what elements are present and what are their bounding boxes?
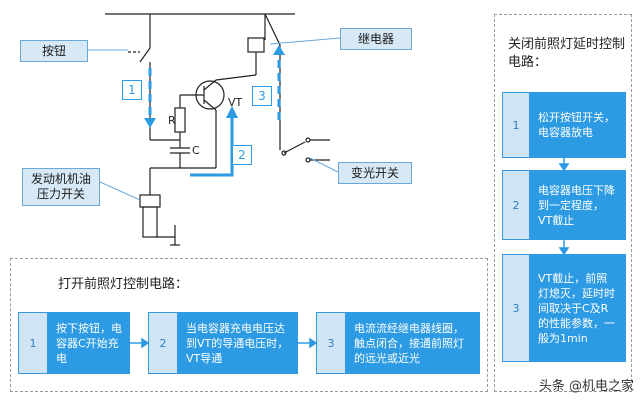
transistor-collector <box>203 79 217 91</box>
relay-contact <box>264 13 281 46</box>
dimmer-contact <box>305 157 311 163</box>
step-number: 2 <box>148 312 178 374</box>
step-number: 1 <box>502 92 530 158</box>
open-step-2: 2 当电容器充电电压达到VT的导通电压时，VT导通 <box>148 312 298 374</box>
open-step-3: 3 电流流经继电器线圈，触点闭合，接通前照灯的远光或近光 <box>316 312 480 374</box>
flow-arrow-3-head <box>273 45 285 55</box>
relay-coil <box>247 37 265 53</box>
callout-oil-switch: 发动机机油压力开关 <box>22 168 100 206</box>
step-text: 松开按钮开关，电容器放电 <box>530 92 626 158</box>
wire <box>215 74 257 81</box>
step-text: 按下按钮，电容器C开始充电 <box>48 312 130 374</box>
open-circuit-panel <box>10 258 488 392</box>
flow-badge-2: 2 <box>232 145 252 165</box>
step-text: 电容器电压下降到一定程度，VT截止 <box>530 170 626 240</box>
step-number: 1 <box>18 312 48 374</box>
step-text: 电流流经继电器线圈，触点闭合，接通前照灯的远光或近光 <box>346 312 480 374</box>
flow-arrow-2-head <box>226 106 238 118</box>
close-step-1: 1 松开按钮开关，电容器放电 <box>502 92 626 158</box>
open-step-1: 1 按下按钮，电容器C开始充电 <box>18 312 130 374</box>
close-step-3: 3 VT截止，前照灯熄灭，延时时间取决于C及R的性能参数，一般为1min <box>502 254 626 362</box>
oil-switch-body <box>142 206 158 238</box>
close-step-2: 2 电容器电压下降到一定程度，VT截止 <box>502 170 626 240</box>
flow-arrow-2 <box>190 115 234 177</box>
transistor-emitter <box>203 99 217 111</box>
step-number: 3 <box>502 254 530 362</box>
close-circuit-panel <box>494 14 632 392</box>
dimmer-contact <box>305 137 311 143</box>
open-panel-title: 打开前照灯控制电路： <box>58 277 189 292</box>
resistor-R <box>174 107 186 133</box>
callout-dimmer-switch: 变光开关 <box>338 162 412 184</box>
button-contact <box>139 47 151 63</box>
callout-relay: 继电器 <box>340 28 412 50</box>
leader-dimmer <box>309 157 339 173</box>
leader-relay <box>269 37 341 45</box>
leader-oil <box>99 181 141 201</box>
dimmer-contact <box>281 150 287 156</box>
label-VT: VT <box>228 96 243 109</box>
flow-badge-1: 1 <box>122 80 142 100</box>
step-number: 3 <box>316 312 346 374</box>
flow-badge-3: 3 <box>252 86 272 106</box>
step-text: VT截止，前照灯熄灭，延时时间取决于C及R的性能参数，一般为1min <box>530 254 626 362</box>
watermark: 头条 @机电之家 <box>538 379 634 394</box>
close-panel-title: 关闭前照灯延时控制电路： <box>508 37 626 70</box>
oil-switch-top <box>139 194 161 208</box>
dimmer-arm <box>283 141 306 154</box>
step-text: 当电容器充电电压达到VT的导通电压时，VT导通 <box>178 312 298 374</box>
step-number: 2 <box>502 170 530 240</box>
label-C: C <box>192 144 200 157</box>
flow-arrow-1-head <box>144 118 156 128</box>
label-R: R <box>168 114 176 127</box>
callout-button: 按钮 <box>20 40 88 62</box>
